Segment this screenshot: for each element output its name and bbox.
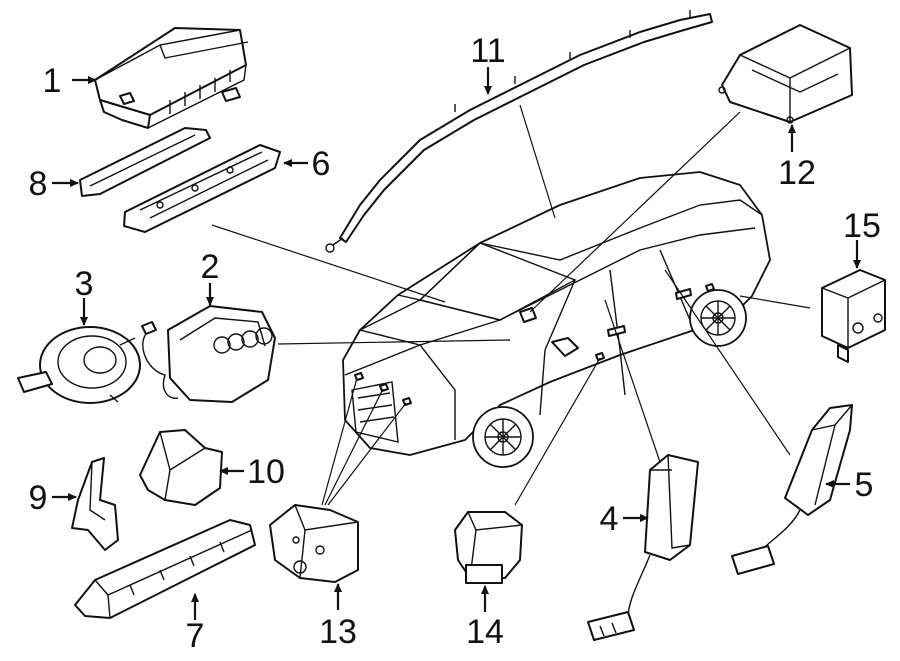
part-13-crash-sensor bbox=[269, 504, 359, 583]
callout-15: 15 bbox=[843, 207, 881, 245]
leader-lines bbox=[211, 104, 811, 506]
part-5-seat-airbag bbox=[731, 404, 853, 575]
callout-13: 13 bbox=[319, 613, 357, 651]
part-6-knee-airbag bbox=[123, 144, 281, 233]
part-11-curtain-airbag bbox=[325, 10, 713, 253]
part-7-knee-airbag bbox=[74, 519, 256, 619]
callout-12: 12 bbox=[778, 154, 816, 192]
callout-10: 10 bbox=[247, 453, 285, 491]
callout-3: 3 bbox=[75, 265, 94, 303]
part-4-side-airbag-unit bbox=[587, 454, 699, 641]
callout-14: 14 bbox=[466, 613, 504, 651]
car-illustration bbox=[342, 171, 771, 468]
part-1-passenger-airbag bbox=[94, 27, 249, 129]
callout-1: 1 bbox=[43, 62, 62, 100]
callout-7: 7 bbox=[186, 617, 205, 655]
part-14-side-sensor bbox=[454, 511, 523, 584]
part-12-control-module bbox=[718, 24, 853, 124]
callout-4: 4 bbox=[600, 500, 619, 538]
part-10-bracket bbox=[139, 429, 223, 506]
callout-2: 2 bbox=[201, 248, 220, 286]
callout-labels: 1 2 3 4 5 6 7 8 9 10 11 12 13 14 15 bbox=[29, 32, 881, 655]
callout-11: 11 bbox=[470, 32, 505, 70]
part-2-driver-airbag bbox=[141, 305, 276, 403]
callout-8: 8 bbox=[29, 165, 48, 203]
callout-5: 5 bbox=[855, 466, 874, 504]
callout-arrows bbox=[52, 67, 861, 620]
callout-6: 6 bbox=[312, 145, 331, 183]
part-15-impact-sensor bbox=[821, 269, 886, 363]
part-3-clock-spring bbox=[17, 326, 141, 404]
callout-9: 9 bbox=[29, 479, 48, 517]
part-9-bracket bbox=[71, 457, 119, 551]
part-8-bracket bbox=[79, 127, 211, 197]
